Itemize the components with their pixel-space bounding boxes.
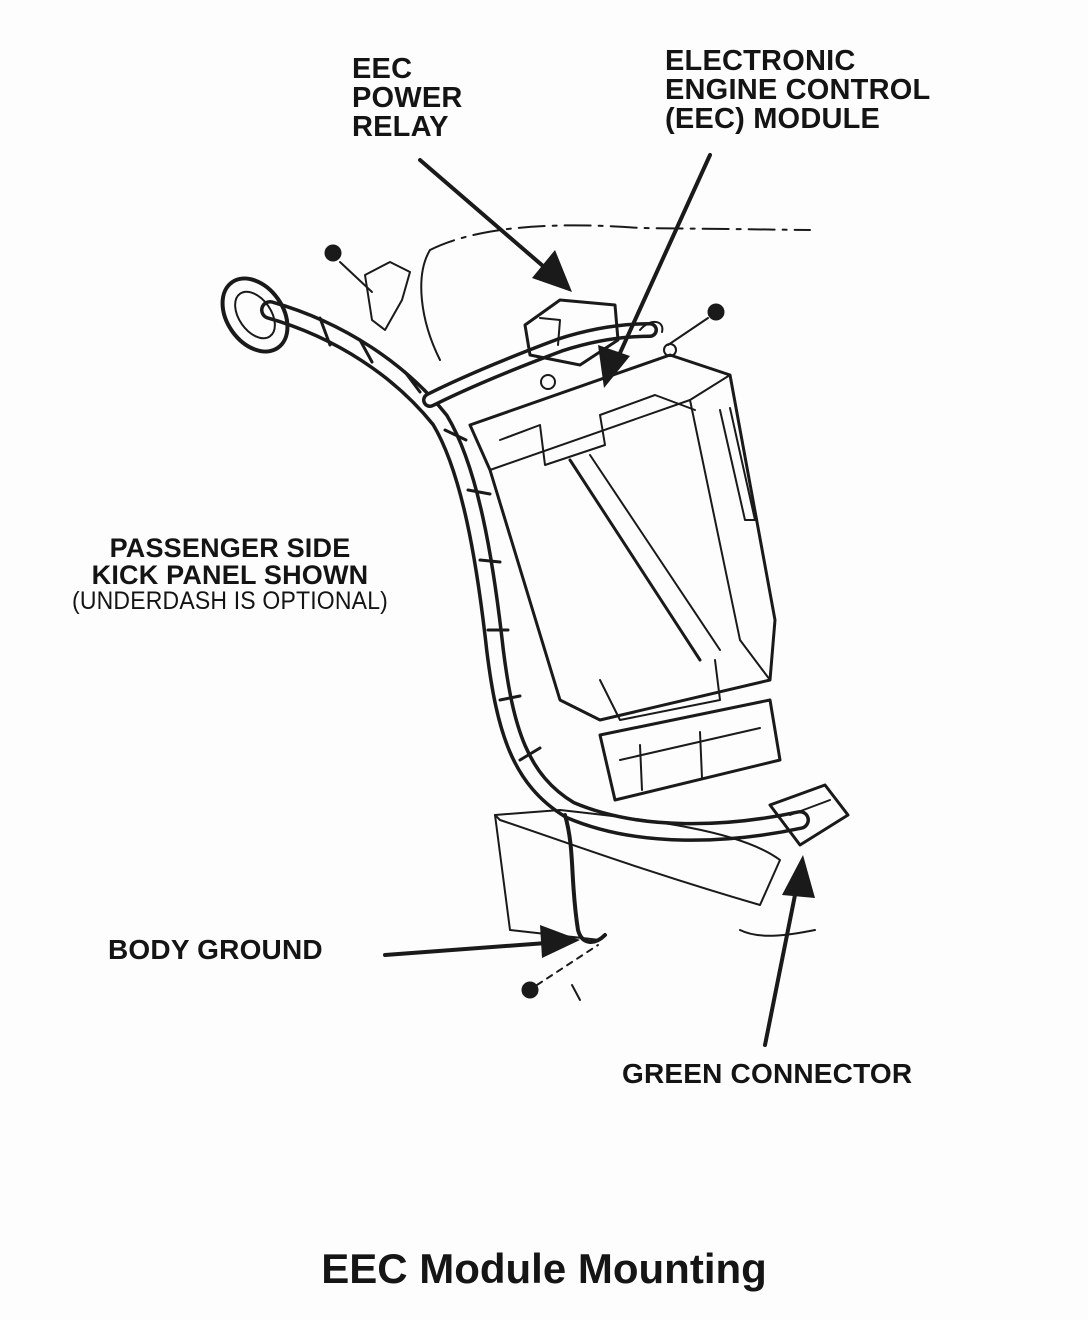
body-ground-label: BODY GROUND [108, 934, 323, 965]
ground-arrowhead [540, 925, 580, 958]
green-arrowhead [782, 855, 815, 898]
module-arrowhead [598, 345, 630, 388]
ground-screw [521, 981, 539, 999]
eec-module-label: ELECTRONIC ENGINE CONTROL (EEC) MODULE [665, 45, 931, 135]
clip-bracket [364, 261, 411, 331]
body-ground-wire [563, 813, 607, 944]
power-relay-label: EEC POWER RELAY [352, 53, 463, 143]
relay-leader [418, 158, 567, 287]
ground-leader [383, 940, 562, 957]
kick-panel-outline [429, 224, 811, 251]
module-leader [608, 153, 712, 377]
green-leader [763, 868, 802, 1047]
bolt-top-right [707, 303, 725, 321]
green-connector-label: GREEN CONNECTOR [622, 1058, 913, 1089]
eec-connector [598, 698, 782, 802]
lower-trim-panel [494, 809, 781, 906]
harness-end-loop [220, 276, 290, 354]
eec-module-housing [468, 353, 777, 722]
kick-panel-edge [420, 249, 441, 361]
eec-power-relay [523, 298, 620, 367]
figure-caption: EEC Module Mounting [321, 1245, 767, 1292]
green-connector [768, 783, 850, 847]
relay-arrowhead [532, 250, 572, 292]
kick-panel-label: PASSENGER SIDE KICK PANEL SHOWN (UNDERDA… [71, 533, 389, 615]
bolt-top-left [324, 244, 342, 262]
